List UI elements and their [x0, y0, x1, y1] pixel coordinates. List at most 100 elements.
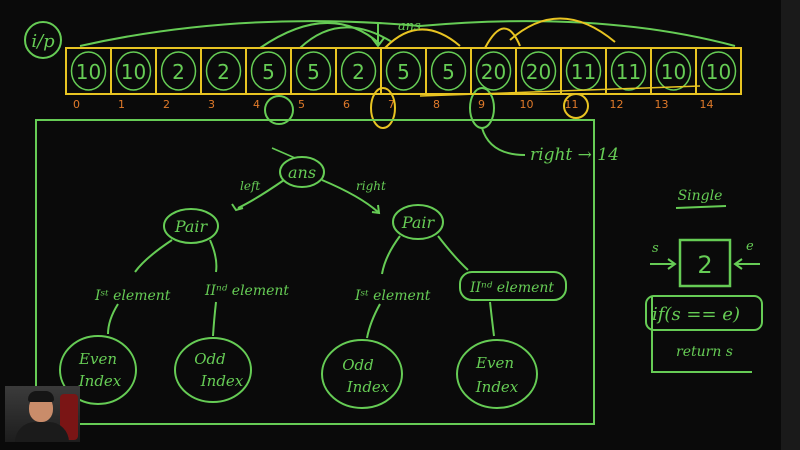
yellow-arc-2	[484, 27, 521, 49]
array-cell-circle	[295, 51, 332, 91]
single-end-label: e	[746, 239, 754, 254]
array: 1001012223545526575820920101111111210131…	[65, 47, 742, 111]
array-index: 6	[343, 98, 350, 111]
array-cell-circle	[475, 51, 512, 91]
ans-pointer-label: ans	[398, 19, 421, 34]
single-condition: if(s == e)	[652, 304, 740, 325]
left-second-element: IIⁿᵈ element	[204, 283, 289, 299]
right-note-arrow	[481, 127, 526, 156]
array-index: 3	[208, 98, 215, 111]
array-value: 2	[172, 60, 185, 84]
edge-right-label: right	[356, 179, 386, 193]
right-pair-node	[392, 204, 444, 240]
single-return: return s	[676, 344, 733, 360]
yellow-underline-arc	[419, 85, 701, 97]
single-start-arrow	[650, 258, 677, 270]
array-cell-circle	[205, 51, 242, 91]
edge-root-left	[237, 179, 285, 209]
array-value: 10	[661, 60, 686, 84]
array-value: 10	[121, 60, 146, 84]
single-return-bracket	[651, 296, 752, 373]
array-cell-circle	[610, 51, 647, 91]
array-cell-circle	[385, 51, 422, 91]
array-index: 0	[73, 98, 80, 111]
root-pointer-line	[271, 147, 296, 159]
array-index: 13	[655, 98, 669, 111]
webcam-person-body	[15, 422, 69, 442]
webcam-person-hair	[28, 391, 54, 402]
tree-frame	[35, 119, 595, 425]
right-second-element: IIⁿᵈ element	[469, 280, 554, 296]
left-first-element: Iˢᵗ element	[94, 288, 171, 304]
leaf3-line1: Odd	[342, 356, 374, 374]
edge-left-label: left	[240, 179, 260, 193]
array-value: 2	[217, 60, 230, 84]
highlight-circle-index-10	[563, 93, 589, 119]
edge-right-pair-second	[437, 235, 469, 271]
array-value: 5	[307, 60, 320, 84]
tree-root-label: ans	[288, 163, 316, 182]
edge-leaf4	[489, 301, 495, 337]
input-label-circle	[24, 21, 62, 59]
array-value: 5	[262, 60, 275, 84]
edge-leaf3	[366, 303, 381, 339]
array-value: 2	[352, 60, 365, 84]
yellow-arc-1	[384, 28, 461, 49]
array-cell-circle	[700, 51, 737, 91]
leaf2-line1: Odd	[194, 350, 226, 368]
array-index: 2	[163, 98, 170, 111]
tree-root-node	[279, 156, 325, 188]
array-index: 1	[118, 98, 125, 111]
single-title-underline	[675, 205, 727, 209]
edge-leaf1	[107, 303, 119, 335]
single-end-arrow	[733, 258, 760, 270]
leaf4-node	[456, 339, 538, 409]
yellow-arc-3	[509, 17, 616, 43]
right-second-element-box	[459, 271, 567, 301]
single-value: 2	[697, 251, 712, 279]
array-cell-circle	[70, 51, 107, 91]
array-value: 20	[526, 60, 551, 84]
leaf4-line2: Index	[475, 378, 519, 396]
edge-left-pair-second	[209, 239, 218, 273]
array-brace-top	[79, 20, 736, 47]
array-cell-circle	[520, 51, 557, 91]
edge-root-right	[321, 179, 379, 213]
array-index: 4	[253, 98, 260, 111]
array-index: 14	[700, 98, 714, 111]
highlight-circle-index-6	[370, 87, 396, 129]
array-cell-circle	[340, 51, 377, 91]
leaf1-line1: Even	[78, 350, 117, 368]
left-pair-node	[163, 208, 219, 244]
right-pair-label: Pair	[401, 213, 436, 232]
scribble-arc-2	[299, 26, 393, 49]
array-frame	[65, 47, 742, 95]
leaf1-node	[59, 335, 137, 405]
ans-down-arrow	[371, 22, 385, 48]
array-index: 12	[610, 98, 624, 111]
single-value-box	[678, 238, 732, 288]
single-start-label: s	[652, 241, 659, 256]
edge-leaf2	[212, 301, 217, 337]
edge-root-left-arrowhead	[231, 203, 244, 212]
right-note: right → 14	[530, 145, 619, 165]
leaf3-node	[321, 339, 403, 409]
array-index: 8	[433, 98, 440, 111]
array-index: 10	[520, 98, 534, 111]
array-value: 5	[442, 60, 455, 84]
array-value: 10	[76, 60, 101, 84]
array-cell-circle	[160, 51, 197, 91]
leaf3-line2: Index	[346, 378, 390, 396]
edge-right-pair-first	[381, 235, 401, 275]
array-cell-circle	[250, 51, 287, 91]
array-value: 11	[571, 60, 596, 84]
single-condition-box	[645, 295, 763, 331]
array-cell-circle	[430, 51, 467, 91]
edge-left-pair-first	[134, 239, 173, 273]
right-first-element: Iˢᵗ element	[354, 288, 431, 304]
leaf1-line2: Index	[78, 372, 122, 390]
scribble-arc-1	[259, 22, 381, 49]
webcam-overlay	[5, 386, 80, 442]
